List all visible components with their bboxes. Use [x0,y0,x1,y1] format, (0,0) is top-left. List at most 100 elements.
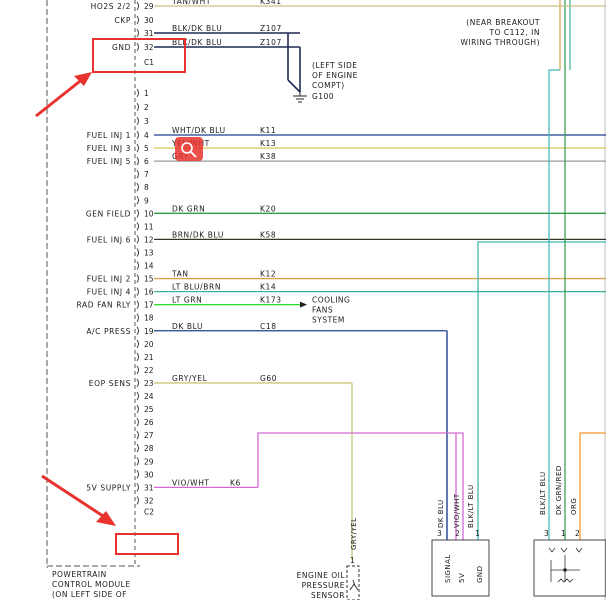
pin-number-c2-27: 27 [144,431,154,440]
pin-c1-32-cavity [136,42,139,52]
circuit-id-c2-17: K173 [260,296,282,305]
wire-color-c2-15: TAN [171,270,189,279]
wire-color-c2-4: WHT/DK BLU [172,126,226,135]
pin-c2-25-cavity [136,404,139,414]
pin-number-c2-4: 4 [144,131,149,140]
pin-number-c2-17: 17 [144,301,154,310]
pin-number-c2-3: 3 [144,117,149,126]
pin-c2-13-cavity [136,248,139,257]
cooling-fans-2: SYSTEM [312,316,345,325]
ac-sensor-label-0: SIGNAL [444,554,452,583]
ac-pin-2: 2 [455,529,460,538]
pin-function-c1-30: CKP [115,16,131,25]
pin-c2-32-cavity [136,496,139,505]
pin-number-c2-13: 13 [144,248,154,257]
right-sensor-cavities [548,547,583,553]
cooling-fans-1: FANS [312,306,333,315]
pin-c2-28-cavity [136,443,139,453]
wire-5v-supply [257,432,464,540]
wire-color-c2-12: BRN/DK BLU [172,230,224,239]
pin-number-c2-18: 18 [144,314,154,323]
pin-c2-27-cavity [136,430,139,440]
eop-pin-number: 1 [350,556,355,565]
ground-id: G100 [312,92,334,101]
pin-c2-20-cavity [136,339,139,349]
right-wire-color-2: ORG [570,498,578,515]
circuit-id-c1-29: K341 [260,0,282,6]
circuit-id-c2-15: K12 [260,270,276,279]
pin-c2-14-cavity [136,261,139,270]
pcm-label-2: (ON LEFT SIDE OF [52,590,127,599]
annotations-group [35,38,203,555]
pin-c2-30-cavity [136,470,139,479]
right-sensor-resistor [557,578,574,583]
pin-number-c2-20: 20 [144,340,154,349]
pin-number-c2-32: 32 [144,496,154,505]
pin-c2-15-cavity [136,274,139,283]
pin-number-c2-16: 16 [144,288,154,297]
pin-number-c2-28: 28 [144,444,154,453]
pin-number-c2-30: 30 [144,470,154,479]
circuit-id-c2-5: K13 [260,139,276,148]
wire-color-c1-29: TAN/WHT [171,0,211,6]
pin-function-c2-10: GEN FIELD [86,209,131,218]
pin-c1-31-cavity [136,28,139,38]
wire-color-c2-17: LT GRN [172,296,202,305]
ac-sensor-label-1: 5V [458,573,466,583]
pin-function-c2-16: FUEL INJ 4 [87,288,131,297]
pin-c2-5-cavity [136,143,139,153]
ground-note-2: COMPT) [312,81,345,90]
circuit-id-c2-12: K58 [260,230,276,239]
pin-c2-16-cavity [136,287,139,296]
eop-sensor-body [346,565,360,600]
circuit-id-c1-31: Z107 [260,24,282,33]
pin-number-c1-32: 32 [144,43,154,52]
pin-function-c2-17: RAD FAN RLY [76,301,131,310]
pin-number-c2-12: 12 [144,235,154,244]
pin-c2-31-cavity [136,483,139,492]
circuit-id-c2-6: K38 [260,152,276,161]
pin-number-c2-7: 7 [144,170,149,179]
pin-number-c2-15: 15 [144,275,154,284]
connector-c1-label: C1 [144,58,154,67]
pin-number-c2-25: 25 [144,405,154,414]
pin-number-c2-26: 26 [144,418,154,427]
wire-color-c1-32: BLK/DK BLU [172,38,222,47]
wire-right-blklt [548,69,560,540]
pin-number-c2-8: 8 [144,183,149,192]
pin-function-c1-29: HO2S 2/2 [91,2,131,11]
ground-group [293,92,307,103]
ground-note-0: (LEFT SIDE [312,61,357,70]
circuit-id-c2-19: C18 [260,322,277,331]
circuit-id-c2-23: G60 [260,374,277,383]
wire-z107-join [287,79,301,93]
pin-c2-12-cavity [136,235,139,244]
pin-c2-29-cavity [136,456,139,466]
pin-number-c2-1: 1 [144,89,149,98]
pin-c2-22-cavity [136,365,139,375]
pin-function-c2-6: FUEL INJ 5 [87,157,131,166]
pin-function-c2-23: EOP SENS [89,379,131,388]
pin-c2-21-cavity [136,352,139,362]
pin-c2-9-cavity [136,195,139,205]
pin-c1-29-cavity [136,1,139,11]
circuit-id-c2-31: K6 [230,478,241,487]
ac-pin-3: 3 [437,529,442,538]
components-group [346,539,606,600]
pin-number-c2-29: 29 [144,457,154,466]
wire-right-org [579,432,606,540]
pin-c2-3-cavity [136,116,139,126]
arrow-icon-gnd-head [74,72,92,86]
eop-sensor-label-0: ENGINE OIL [297,571,346,580]
pin-number-c1-31: 31 [144,29,154,38]
ac-wire-color-1: VIO/WHT [453,493,461,528]
wires-group [154,5,606,560]
arrow-icon-gnd-shaft [35,76,85,118]
pin-function-c2-31: 5V SUPPLY [86,483,131,492]
pins-group [136,1,139,505]
search-icon [175,137,203,161]
connector-c2-label: C2 [144,507,154,516]
pin-c2-11-cavity [136,222,139,231]
pin-c2-17-cavity [136,300,139,309]
